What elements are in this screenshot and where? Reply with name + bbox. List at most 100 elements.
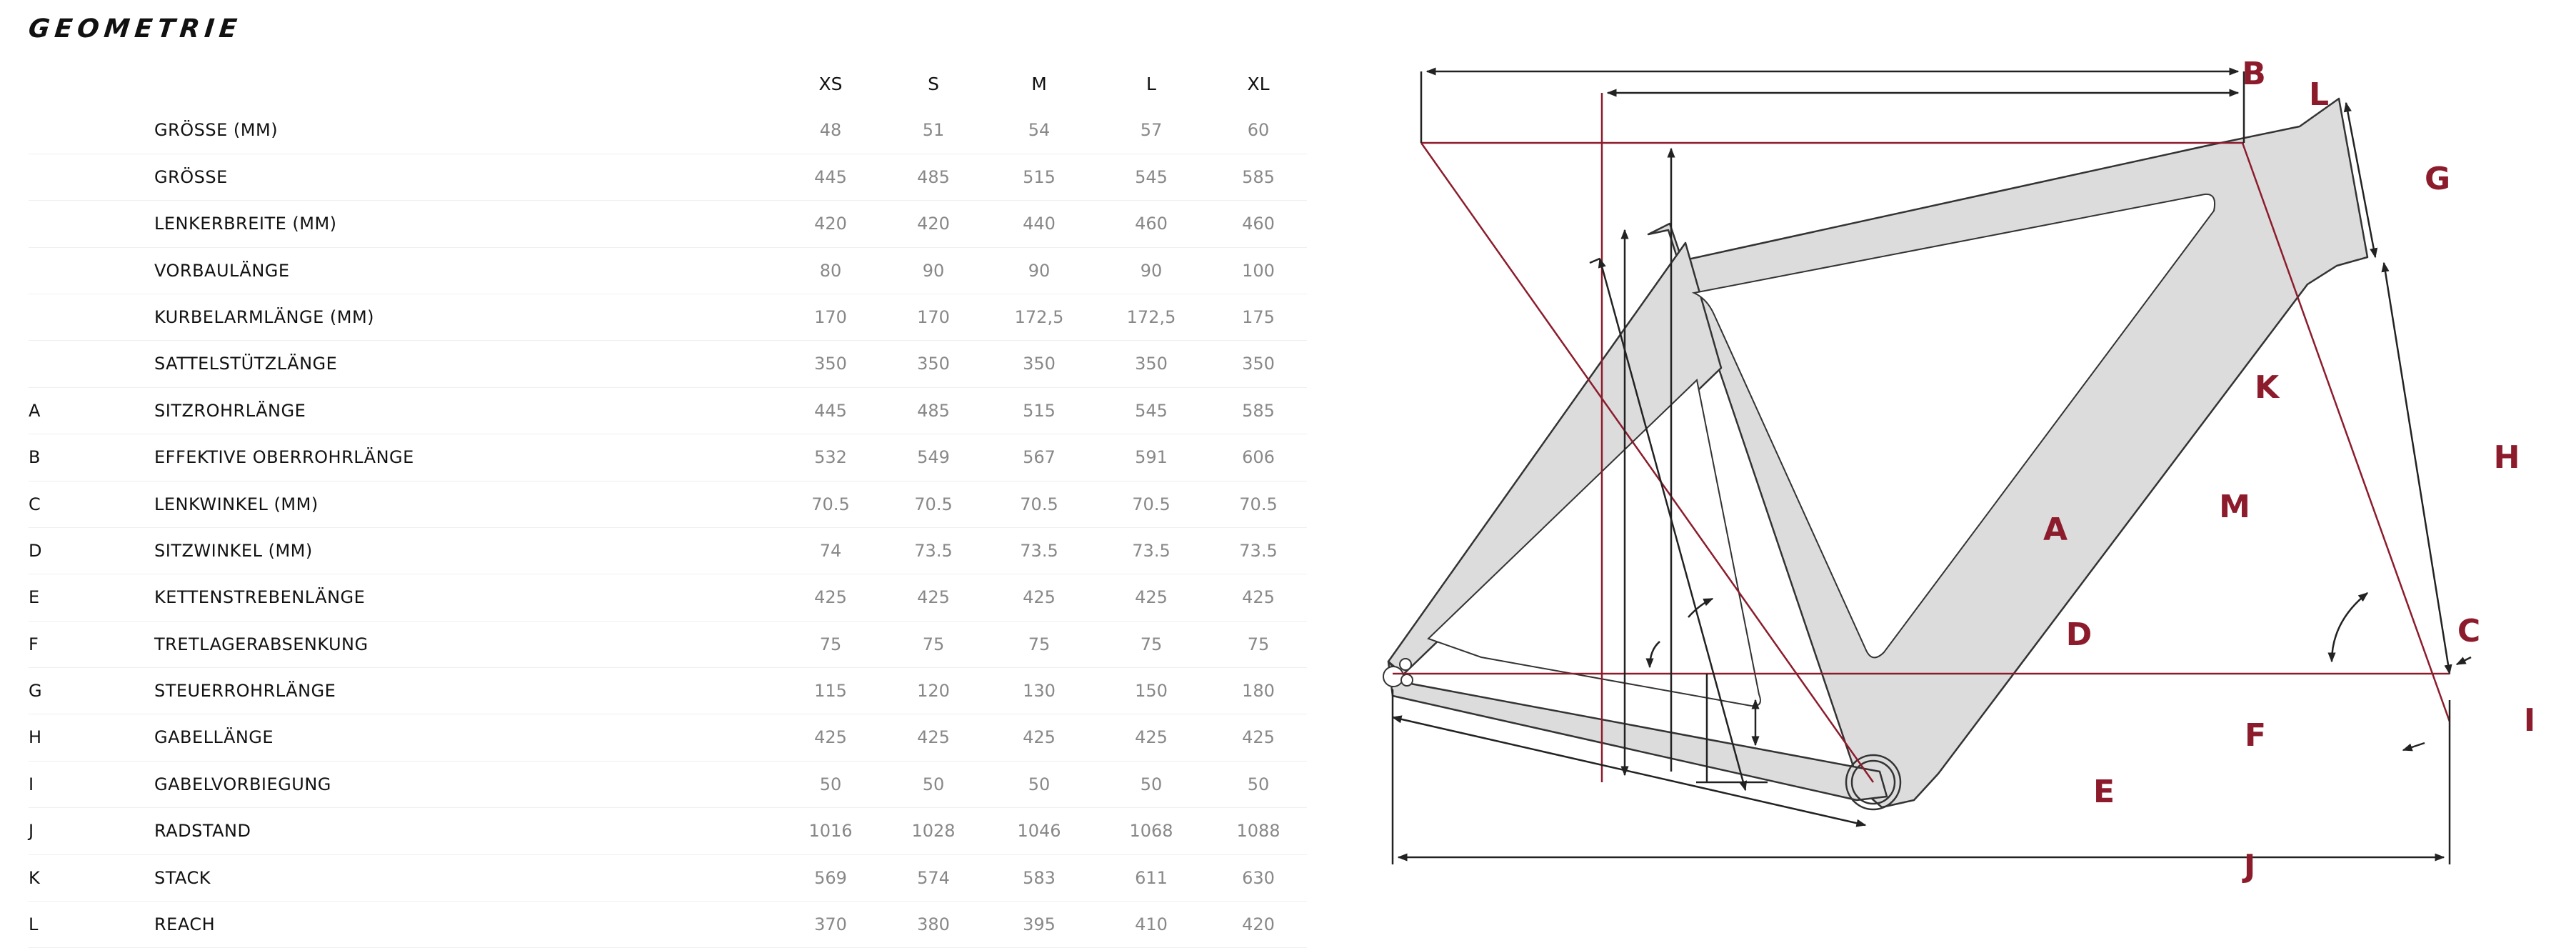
dimension-labels: B L G K M A D H C F I E J xyxy=(2043,56,2535,884)
size-header-xl: XL xyxy=(1247,74,1270,94)
value-xl: 175 xyxy=(1242,306,1275,327)
value-s: 120 xyxy=(917,681,950,702)
value-m: 515 xyxy=(1023,400,1056,421)
label-g: G xyxy=(2425,161,2450,197)
label-h: H xyxy=(2494,439,2520,476)
row-name: STEUERROHRLÄNGE xyxy=(154,681,336,702)
value-s: 90 xyxy=(922,260,945,281)
value-xs: 350 xyxy=(814,354,847,374)
value-m: 425 xyxy=(1023,727,1056,748)
label-m: M xyxy=(2219,489,2250,525)
size-header-xs: XS xyxy=(818,74,843,94)
value-s: 485 xyxy=(917,166,950,187)
value-l: 545 xyxy=(1135,166,1168,187)
row-name: KURBELARMLÄNGE (MM) xyxy=(154,306,375,327)
label-a: A xyxy=(2043,512,2068,548)
row-code: C xyxy=(29,494,41,514)
value-xl: 50 xyxy=(1247,774,1270,794)
row-code: L xyxy=(29,914,39,935)
dimension-lines xyxy=(1391,67,2472,864)
value-xl: 585 xyxy=(1242,400,1275,421)
value-l: 350 xyxy=(1135,354,1168,374)
value-xl: 630 xyxy=(1242,867,1275,888)
table-header-row: XS S M L XL xyxy=(29,61,1307,107)
row-code: K xyxy=(29,867,40,888)
value-xl: 420 xyxy=(1242,914,1275,935)
label-d: D xyxy=(2066,617,2093,653)
value-m: 90 xyxy=(1028,260,1051,281)
row-name: LENKERBREITE (MM) xyxy=(154,214,337,234)
row-code: J xyxy=(29,821,34,842)
value-xs: 420 xyxy=(814,214,847,234)
value-xs: 532 xyxy=(814,447,847,468)
value-m: 1046 xyxy=(1017,821,1061,842)
value-m: 350 xyxy=(1023,354,1056,374)
value-l: 50 xyxy=(1140,774,1163,794)
value-xl: 180 xyxy=(1242,681,1275,702)
row-name: KETTENSTREBENLÄNGE xyxy=(154,587,366,608)
value-m: 515 xyxy=(1023,166,1056,187)
size-header-m: M xyxy=(1031,74,1047,94)
value-xs: 445 xyxy=(814,166,847,187)
row-name: VORBAULÄNGE xyxy=(154,260,290,281)
row-name: RADSTAND xyxy=(154,821,251,842)
value-s: 420 xyxy=(917,214,950,234)
label-c: C xyxy=(2457,613,2480,649)
value-m: 395 xyxy=(1023,914,1056,935)
value-xl: 606 xyxy=(1242,447,1275,468)
value-l: 73.5 xyxy=(1132,540,1171,561)
row-name: GABELVORBIEGUNG xyxy=(154,774,331,794)
value-xl: 425 xyxy=(1242,727,1275,748)
value-xs: 115 xyxy=(814,681,847,702)
rear-dropout xyxy=(1383,658,1413,687)
value-l: 75 xyxy=(1140,634,1163,654)
value-xl: 73.5 xyxy=(1239,540,1278,561)
value-l: 1068 xyxy=(1129,821,1173,842)
row-name: TRETLAGERABSENKUNG xyxy=(154,634,369,654)
value-xl: 75 xyxy=(1247,634,1270,654)
value-s: 350 xyxy=(917,354,950,374)
label-j: J xyxy=(2242,848,2255,884)
row-name: REACH xyxy=(154,914,216,935)
row-code: E xyxy=(29,587,40,608)
value-xs: 50 xyxy=(819,774,842,794)
value-xs: 569 xyxy=(814,867,847,888)
frame-geometry-diagram: B L G K M A D H C F I E J xyxy=(1383,56,2535,884)
row-name: GABELLÄNGE xyxy=(154,727,274,748)
value-xl: 60 xyxy=(1247,120,1270,141)
value-s: 425 xyxy=(917,587,950,608)
value-xl: 350 xyxy=(1242,354,1275,374)
value-s: 425 xyxy=(917,727,950,748)
row-name: SITZWINKEL (MM) xyxy=(154,540,313,561)
value-s: 380 xyxy=(917,914,950,935)
value-m: 567 xyxy=(1023,447,1056,468)
value-m: 54 xyxy=(1028,120,1051,141)
value-l: 545 xyxy=(1135,400,1168,421)
row-name: SATTELSTÜTZLÄNGE xyxy=(154,354,338,374)
value-l: 150 xyxy=(1135,681,1168,702)
table-row: SATTELSTÜTZLÄNGE 350 350 350 350 350 xyxy=(29,341,1307,388)
value-s: 50 xyxy=(922,774,945,794)
value-l: 591 xyxy=(1135,447,1168,468)
value-xl: 585 xyxy=(1242,166,1275,187)
value-l: 460 xyxy=(1135,214,1168,234)
label-l: L xyxy=(2309,76,2329,113)
value-s: 73.5 xyxy=(914,540,953,561)
row-name: GRÖSSE (MM) xyxy=(154,120,279,141)
row-code: B xyxy=(29,447,41,468)
value-m: 583 xyxy=(1023,867,1056,888)
value-m: 172,5 xyxy=(1014,306,1064,327)
value-s: 51 xyxy=(922,120,945,141)
value-xs: 170 xyxy=(814,306,847,327)
size-header-s: S xyxy=(928,74,939,94)
row-code: D xyxy=(29,540,42,561)
